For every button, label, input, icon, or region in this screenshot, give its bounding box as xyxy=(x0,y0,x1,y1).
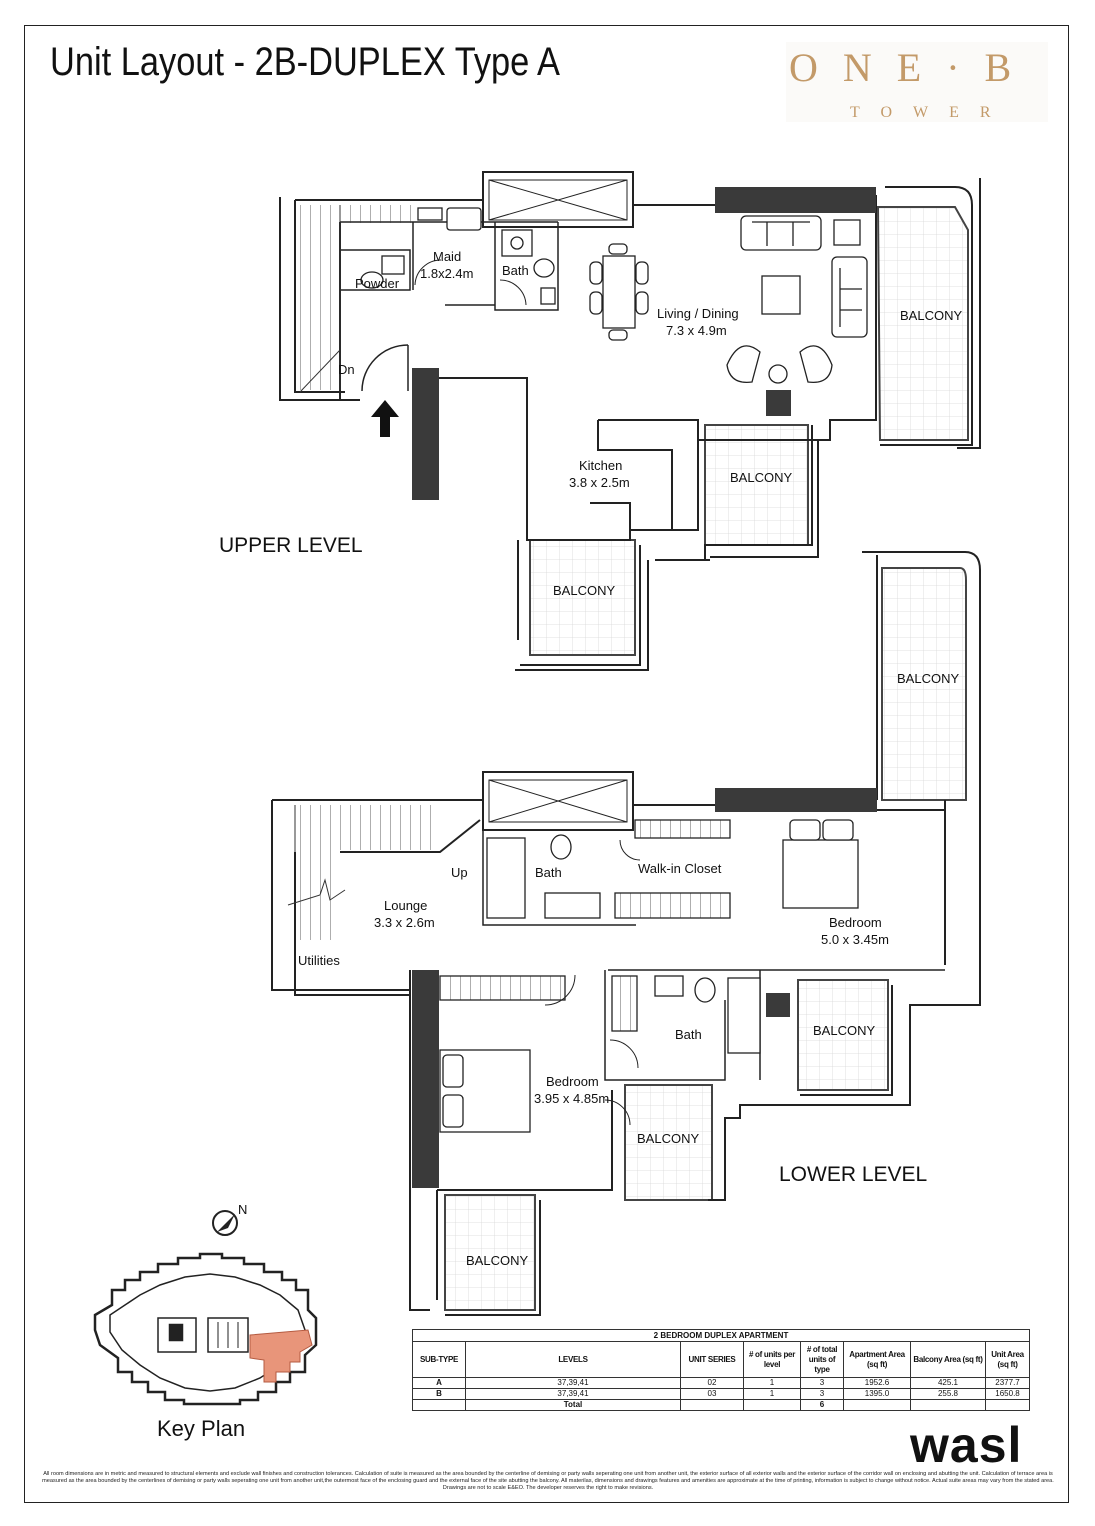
table-cell: 3 xyxy=(800,1377,844,1389)
upper-furniture xyxy=(360,207,868,384)
table-cell: 425.1 xyxy=(910,1377,986,1389)
living-dining-dimension: 7.3 x 4.9m xyxy=(666,323,727,338)
lower-shafts xyxy=(412,771,877,1188)
upper-shafts xyxy=(412,171,876,500)
upper-balcony-east xyxy=(876,206,969,441)
table-cell: 1952.6 xyxy=(843,1377,911,1389)
walk-in-closet-label: Walk-in Closet xyxy=(638,861,722,876)
lower-staircase xyxy=(287,805,440,940)
lower-bath-1-label: Bath xyxy=(535,865,562,880)
table-header: Unit Area (sq ft) xyxy=(985,1341,1030,1378)
kitchen-label: Kitchen xyxy=(579,458,622,473)
living-dining-label: Living / Dining xyxy=(657,306,739,321)
table-header: Apartment Area (sq ft) xyxy=(843,1341,911,1378)
brand-logo: ONE·B xyxy=(789,45,1037,90)
table-header: LEVELS xyxy=(465,1341,681,1378)
lower-balcony-mid xyxy=(797,979,889,1091)
bedroom-2-dimension: 3.95 x 4.85m xyxy=(534,1091,609,1106)
upper-balcony-east-label: BALCONY xyxy=(900,308,962,323)
table-header: SUB-TYPE xyxy=(412,1341,466,1378)
upper-level-label: UPPER LEVEL xyxy=(219,534,363,557)
upper-staircase xyxy=(299,205,415,393)
table-header: UNIT SERIES xyxy=(680,1341,744,1378)
stair-down-label: Dn xyxy=(338,362,355,377)
developer-logo: wasl xyxy=(910,1417,1023,1473)
key-plan-unit-highlight xyxy=(249,1329,313,1383)
table-header: # of total units of type xyxy=(800,1341,844,1378)
lower-balcony-east xyxy=(881,567,967,801)
table-total-value: 6 xyxy=(800,1399,844,1411)
upper-balcony-middle-label: BALCONY xyxy=(730,470,792,485)
table-row: A 37,39,41 02 1 3 1952.6 425.1 2377.7 xyxy=(412,1377,1030,1389)
compass-north-label: N xyxy=(238,1202,247,1217)
upper-bath-label: Bath xyxy=(502,263,529,278)
lower-bath-2-label: Bath xyxy=(675,1027,702,1042)
table-cell: B xyxy=(412,1388,466,1400)
table-cell: 2377.7 xyxy=(985,1377,1030,1389)
table-cell: 1395.0 xyxy=(843,1388,911,1400)
lower-furniture xyxy=(439,819,859,1133)
table-cell: 1650.8 xyxy=(985,1388,1030,1400)
key-plan-label: Key Plan xyxy=(157,1416,246,1441)
page-title: Unit Layout - 2B-DUPLEX Type A xyxy=(50,40,560,84)
upper-balcony-south-label: BALCONY xyxy=(553,583,615,598)
table-row: B 37,39,41 03 1 3 1395.0 255.8 1650.8 xyxy=(412,1388,1030,1400)
lower-level-label: LOWER LEVEL xyxy=(779,1163,927,1186)
north-compass-icon: N xyxy=(212,1202,247,1236)
logo-background xyxy=(786,42,1048,122)
table-cell: 03 xyxy=(680,1388,744,1400)
table-total-label: Total xyxy=(465,1399,681,1411)
lower-level-plan xyxy=(271,551,981,1316)
table-cell: 3 xyxy=(800,1388,844,1400)
maid-room-dimension: 1.8x2.4m xyxy=(420,266,473,281)
table-header: Balcony Area (sq ft) xyxy=(910,1341,986,1378)
entrance-arrow-icon xyxy=(371,400,399,437)
table-cell: 02 xyxy=(680,1377,744,1389)
table-cell: 255.8 xyxy=(910,1388,986,1400)
table-header: # of units per level xyxy=(743,1341,801,1378)
key-plan-diagram xyxy=(93,1252,318,1406)
utilities-label: Utilities xyxy=(298,953,340,968)
upper-balcony-middle xyxy=(704,424,809,546)
kitchen-dimension: 3.8 x 2.5m xyxy=(569,475,630,490)
stair-up-label: Up xyxy=(451,865,468,880)
brand-logo-subtitle: TOWER xyxy=(850,104,1012,121)
lower-balcony-southwest-label: BALCONY xyxy=(466,1253,528,1268)
table-cell: A xyxy=(412,1377,466,1389)
table-cell: 1 xyxy=(743,1388,801,1400)
lounge-label: Lounge xyxy=(384,898,427,913)
powder-room-label: Powder xyxy=(355,276,400,291)
lower-balcony-mid-label: BALCONY xyxy=(813,1023,875,1038)
bedroom-2-label: Bedroom xyxy=(546,1074,599,1089)
table-cell: 1 xyxy=(743,1377,801,1389)
lower-balcony-south-label: BALCONY xyxy=(637,1131,699,1146)
maid-room-label: Maid xyxy=(433,249,461,264)
table-cell: 37,39,41 xyxy=(465,1388,681,1400)
table-caption: 2 BEDROOM DUPLEX APARTMENT xyxy=(412,1329,1030,1342)
bedroom-1-label: Bedroom xyxy=(829,915,882,930)
lounge-dimension: 3.3 x 2.6m xyxy=(374,915,435,930)
table-cell: 37,39,41 xyxy=(465,1377,681,1389)
unit-area-table: 2 BEDROOM DUPLEX APARTMENT SUB-TYPE LEVE… xyxy=(412,1329,1030,1411)
table-total-row: Total 6 xyxy=(412,1399,1030,1411)
page-frame xyxy=(24,25,1069,1503)
lower-balcony-southwest xyxy=(444,1194,536,1311)
disclaimer-text: All room dimensions are in metric and me… xyxy=(42,1471,1054,1491)
bedroom-1-dimension: 5.0 x 3.45m xyxy=(821,932,889,947)
lower-balcony-east-label: BALCONY xyxy=(897,671,959,686)
